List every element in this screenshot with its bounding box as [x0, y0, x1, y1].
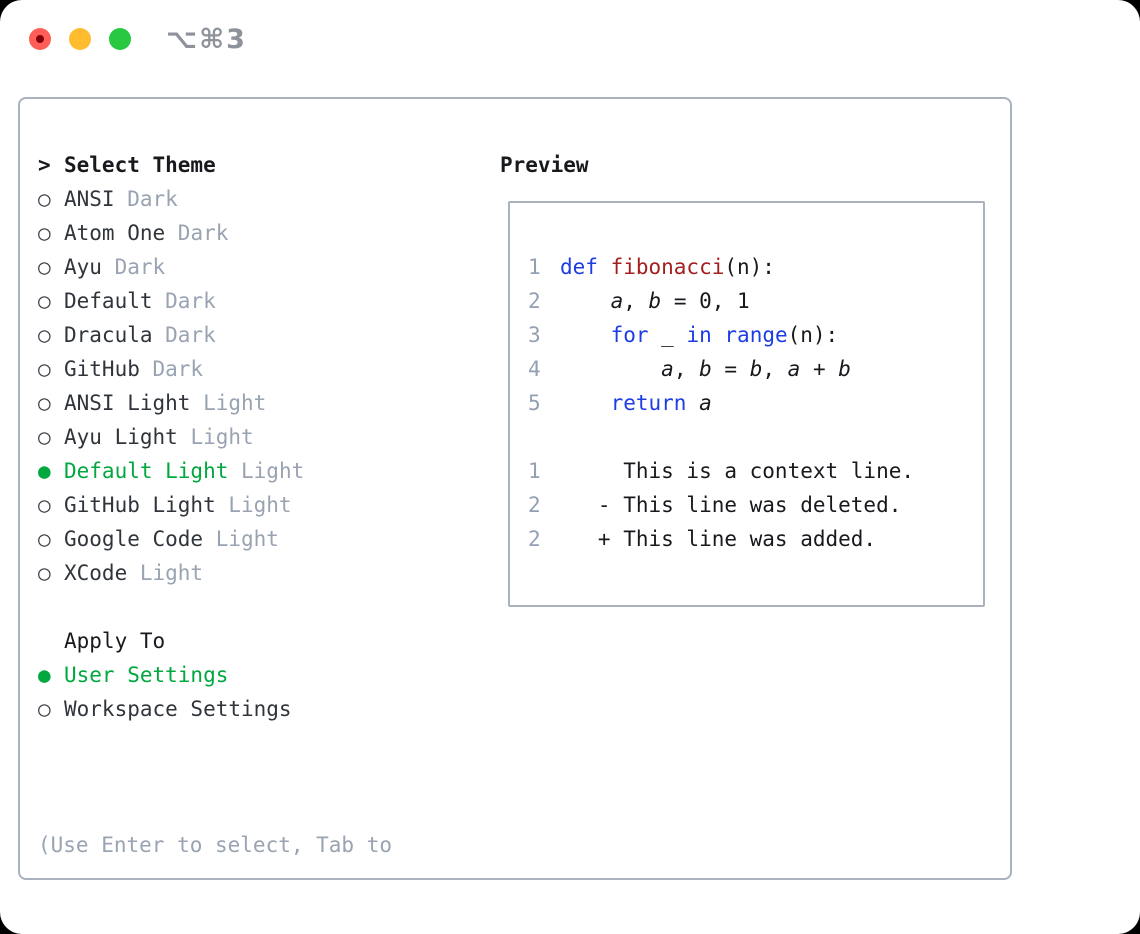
theme-item-variant: Dark — [101, 255, 166, 279]
diff-context-line: 1 This is a context line. — [528, 454, 914, 488]
diff-added-line: 2 + This line was added. — [528, 522, 914, 556]
theme-item-label: Atom One — [64, 221, 166, 245]
theme-item-label: Dracula — [64, 323, 153, 347]
apply-to-label: Workspace Settings — [64, 697, 292, 721]
theme-item-atom-one-dark[interactable]: ○ Atom One Dark — [38, 216, 304, 250]
preview-box — [508, 201, 985, 607]
radio-unselected-icon: ○ — [38, 357, 51, 381]
apply-to-section: Apply To ● User Settings ○ Workspace Setti… — [38, 624, 292, 726]
apply-to-header: Apply To — [64, 629, 166, 653]
theme-list: >Select Theme ○ANSI Dark ○Atom One Dark … — [38, 148, 304, 590]
theme-item-label: Default Light — [64, 459, 229, 483]
code-line: 4 a, b = b, a + b — [528, 352, 914, 386]
theme-item-variant: Dark — [152, 323, 216, 347]
theme-item-label: ANSI Light — [64, 391, 191, 415]
radio-unselected-icon: ○ — [38, 697, 51, 721]
theme-item-github-light[interactable]: ○ GitHub Light Light — [38, 488, 304, 522]
zoom-button[interactable] — [109, 28, 131, 50]
theme-item-label: Google Code — [64, 527, 204, 551]
close-button[interactable] — [29, 28, 51, 50]
apply-to-user-settings[interactable]: ● User Settings — [38, 658, 292, 692]
line-number: 2 — [528, 289, 541, 313]
line-number: 1 — [528, 459, 541, 483]
radio-unselected-icon: ○ — [38, 255, 51, 279]
title-bar: ⌥⌘3 — [0, 0, 1140, 78]
line-number: 3 — [528, 323, 541, 347]
theme-item-xcode[interactable]: ○ XCode Light — [38, 556, 304, 590]
theme-item-variant: Light — [215, 493, 292, 517]
theme-item-variant: Light — [203, 527, 279, 551]
theme-item-variant: Dark — [152, 289, 216, 313]
line-number: 2 — [528, 493, 541, 517]
radio-unselected-icon: ○ — [38, 425, 51, 449]
hint-line-1: (Use Enter to select, Tab to — [38, 833, 393, 857]
line-number: 4 — [528, 357, 541, 381]
theme-item-variant: Light — [190, 391, 267, 415]
line-number: 5 — [528, 391, 541, 415]
radio-unselected-icon: ○ — [38, 527, 51, 551]
theme-list-title: Select Theme — [64, 153, 216, 177]
radio-unselected-icon: ○ — [38, 187, 51, 211]
theme-item-label: ANSI — [64, 187, 115, 211]
theme-item-ayu-light[interactable]: ○ Ayu Light Light — [38, 420, 304, 454]
theme-item-variant: Light — [177, 425, 254, 449]
theme-item-variant: Dark — [139, 357, 204, 381]
code-line: 5 return a — [528, 386, 914, 420]
window-title: ⌥⌘3 — [166, 24, 247, 55]
theme-item-label: Ayu — [64, 255, 102, 279]
radio-unselected-icon: ○ — [38, 323, 51, 347]
theme-item-label: Ayu Light — [64, 425, 178, 449]
hint-line-2: change focus) — [38, 930, 392, 934]
theme-item-dracula-dark[interactable]: ○ Dracula Dark — [38, 318, 304, 352]
radio-unselected-icon: ○ — [38, 391, 51, 415]
theme-item-variant: Light — [127, 561, 204, 585]
theme-item-ansi-light[interactable]: ○ ANSI Light Light — [38, 386, 304, 420]
apply-to-label: User Settings — [64, 663, 229, 687]
radio-unselected-icon: ○ — [38, 221, 51, 245]
theme-item-default-dark[interactable]: ○ Default Dark — [38, 284, 304, 318]
theme-item-variant: Light — [228, 459, 305, 483]
theme-item-default-light-selected[interactable]: ● Default Light Light — [38, 454, 304, 488]
theme-item-google-code[interactable]: ○ Google Code Light — [38, 522, 304, 556]
theme-item-ansi-dark[interactable]: ○ ANSI Dark — [38, 182, 304, 216]
theme-item-label: GitHub Light — [64, 493, 216, 517]
code-line: 2 a, b = 0, 1 — [528, 284, 914, 318]
line-number: 2 — [528, 527, 541, 551]
theme-item-variant: Dark — [114, 187, 178, 211]
radio-unselected-icon: ○ — [38, 493, 51, 517]
radio-unselected-icon: ○ — [38, 289, 51, 313]
code-line: 3 for _ in range(n): — [528, 318, 914, 352]
radio-selected-icon: ● — [38, 663, 51, 687]
theme-item-variant: Dark — [165, 221, 229, 245]
diff-deleted-line: 2 - This line was deleted. — [528, 488, 914, 522]
theme-item-ayu-dark[interactable]: ○ Ayu Dark — [38, 250, 304, 284]
keyboard-hint: (Use Enter to select, Tab to change focu… — [38, 760, 392, 934]
minimize-button[interactable] — [69, 28, 91, 50]
line-number: 1 — [528, 255, 541, 279]
apply-to-workspace-settings[interactable]: ○ Workspace Settings — [38, 692, 292, 726]
theme-item-label: XCode — [64, 561, 128, 585]
theme-list-header: > Select Theme — [38, 148, 304, 182]
radio-unselected-icon: ○ — [38, 561, 51, 585]
cursor-icon: > — [38, 153, 51, 177]
blank-line — [528, 420, 914, 454]
preview-title: Preview — [500, 153, 589, 177]
radio-selected-icon: ● — [38, 459, 51, 483]
theme-item-label: Default — [64, 289, 153, 313]
theme-item-label: GitHub — [64, 357, 140, 381]
theme-item-github-dark[interactable]: ○ GitHub Dark — [38, 352, 304, 386]
